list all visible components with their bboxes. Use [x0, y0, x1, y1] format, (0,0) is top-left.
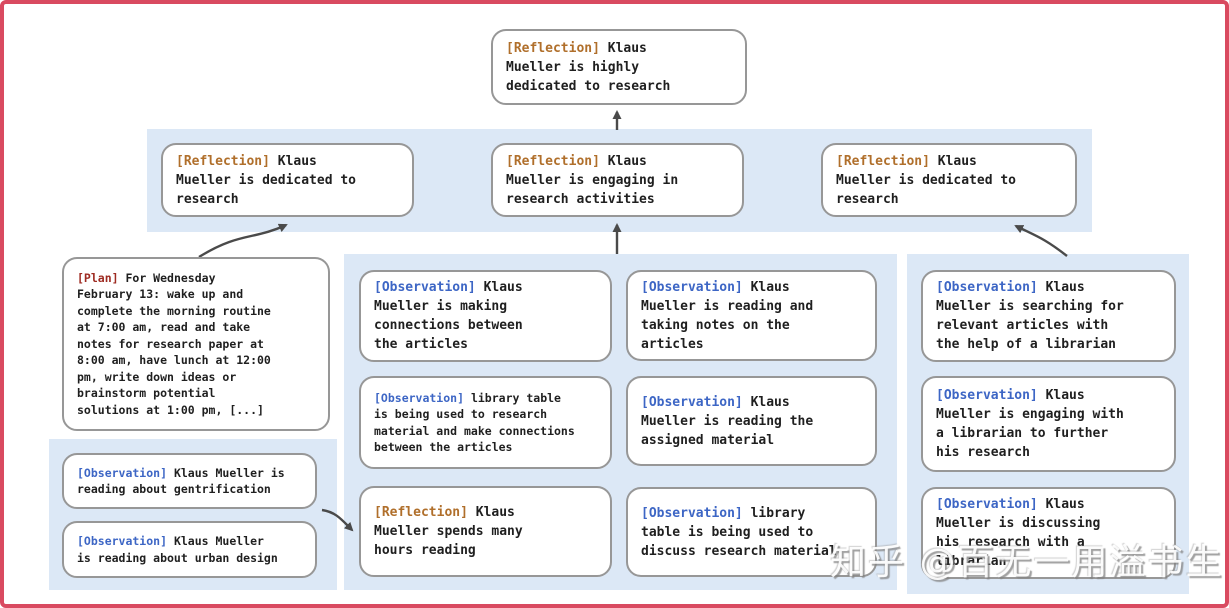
node-top-reflection: [Reflection] Klaus Mueller is highly ded…	[491, 29, 747, 105]
plan-tag: [Plan]	[77, 270, 119, 285]
node-obs-taking-notes: [Observation] Klaus Mueller is reading a…	[626, 270, 877, 361]
reflection-tag: [Reflection]	[176, 153, 270, 169]
observation-tag: [Observation]	[374, 280, 476, 295]
observation-tag: [Observation]	[374, 390, 465, 405]
node-text: [Observation] Klaus Mueller is reading a…	[77, 465, 302, 498]
observation-tag: [Observation]	[77, 465, 168, 480]
node-body: Klaus Mueller is discussing his research…	[936, 497, 1101, 569]
node-plan: [Plan] For Wednesday February 13: wake u…	[62, 257, 330, 431]
node-body: Klaus Mueller is reading about gentrific…	[77, 465, 285, 497]
node-obs-library-research: [Observation] library table is being use…	[359, 376, 612, 469]
node-body: Klaus Mueller spends many hours reading	[374, 505, 523, 558]
node-body: Klaus Mueller is reading about urban des…	[77, 534, 278, 565]
node-text: [Observation] Klaus Mueller is searching…	[936, 278, 1161, 354]
reflection-tag: [Reflection]	[506, 153, 600, 169]
node-body: Klaus Mueller is highly dedicated to res…	[506, 40, 671, 94]
node-text: [Observation] Klaus Mueller is reading a…	[77, 533, 302, 566]
node-text: [Observation] Klaus Mueller is making co…	[374, 278, 597, 354]
node-obs-gentrification: [Observation] Klaus Mueller is reading a…	[62, 453, 317, 509]
node-body: For Wednesday February 13: wake up and c…	[77, 270, 271, 417]
node-text: [Reflection] Klaus Mueller is dedicated …	[176, 152, 399, 209]
node-obs-connections: [Observation] Klaus Mueller is making co…	[359, 270, 612, 362]
node-text: [Observation] Klaus Mueller is discussin…	[936, 495, 1161, 571]
observation-tag: [Observation]	[936, 497, 1038, 512]
node-body: Klaus Mueller is reading and taking note…	[641, 279, 814, 352]
reflection-tag: [Reflection]	[374, 505, 468, 520]
node-body: library table is being used to research …	[374, 390, 575, 455]
node-body: Klaus Mueller is dedicated to research	[836, 153, 1017, 207]
node-body: Klaus Mueller is dedicated to research	[176, 153, 357, 207]
node-text: [Observation] Klaus Mueller is reading t…	[641, 393, 862, 450]
node-obs-engaging: [Observation] Klaus Mueller is engaging …	[921, 376, 1176, 472]
node-text: [Observation] Klaus Mueller is reading a…	[641, 278, 862, 354]
node-obs-discussing: [Observation] Klaus Mueller is discussin…	[921, 487, 1176, 579]
node-body: library table is being used to discuss r…	[641, 505, 837, 559]
reflection-tag: [Reflection]	[836, 153, 930, 169]
node-text: [Reflection] Klaus Mueller is dedicated …	[836, 152, 1062, 209]
node-text: [Reflection] Klaus Mueller is highly ded…	[506, 39, 732, 96]
node-text: [Observation] library table is being use…	[374, 390, 597, 456]
node-body: Klaus Mueller is searching for relevant …	[936, 280, 1124, 352]
observation-tag: [Observation]	[641, 279, 743, 295]
node-text: [Observation] Klaus Mueller is engaging …	[936, 386, 1161, 462]
node-obs-assigned-material: [Observation] Klaus Mueller is reading t…	[626, 376, 877, 466]
node-reflection-right: [Reflection] Klaus Mueller is dedicated …	[821, 143, 1077, 217]
node-text: [Plan] For Wednesday February 13: wake u…	[77, 270, 315, 419]
node-text: [Reflection] Klaus Mueller is engaging i…	[506, 152, 729, 209]
node-text: [Observation] library table is being use…	[641, 504, 862, 561]
node-obs-library-discuss: [Observation] library table is being use…	[626, 487, 877, 577]
reflection-tag: [Reflection]	[506, 40, 600, 56]
node-body: Klaus Mueller is reading the assigned ma…	[641, 394, 814, 448]
observation-tag: [Observation]	[641, 394, 743, 410]
observation-tag: [Observation]	[936, 280, 1038, 295]
node-reflection-hours: [Reflection] Klaus Mueller spends many h…	[359, 486, 612, 577]
observation-tag: [Observation]	[77, 534, 168, 548]
node-text: [Reflection] Klaus Mueller spends many h…	[374, 503, 597, 560]
zhihu-watermark: 知乎 @百无一用溢书生	[830, 542, 1224, 583]
node-body: Klaus Mueller is making connections betw…	[374, 280, 523, 352]
node-reflection-left: [Reflection] Klaus Mueller is dedicated …	[161, 143, 414, 217]
observation-tag: [Observation]	[641, 505, 743, 521]
node-body: Klaus Mueller is engaging with a librari…	[936, 388, 1124, 460]
node-reflection-middle: [Reflection] Klaus Mueller is engaging i…	[491, 143, 744, 217]
node-obs-searching: [Observation] Klaus Mueller is searching…	[921, 270, 1176, 362]
node-obs-urban-design: [Observation] Klaus Mueller is reading a…	[62, 521, 317, 578]
observation-tag: [Observation]	[936, 388, 1038, 403]
node-body: Klaus Mueller is engaging in research ac…	[506, 153, 679, 207]
